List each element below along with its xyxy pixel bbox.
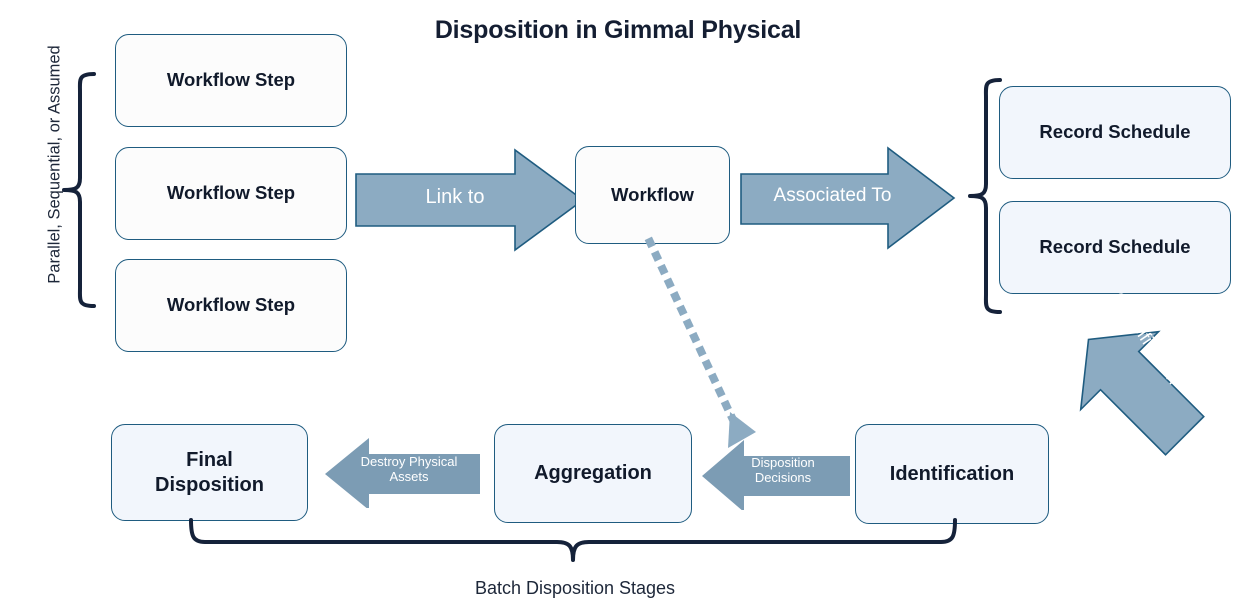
disposition-decisions-line-1: Disposition (751, 455, 815, 470)
workflow-step-label: Workflow Step (166, 294, 296, 316)
page-title: Disposition in Gimmal Physical (434, 16, 802, 44)
workflow-label: Workflow (611, 183, 694, 205)
record-schedule-label: Record Schedule (1039, 236, 1191, 258)
final-disposition-line-2: Disposition (155, 473, 264, 496)
destroy-physical-assets-line-2: Assets (389, 468, 429, 484)
record-schedule-box-1[interactable]: Record Schedule (999, 86, 1231, 179)
link-to-arrow-label: Link to (425, 186, 485, 208)
bottom-curly-brace (189, 518, 957, 562)
final-disposition-line-1: Final (186, 449, 233, 472)
workflow-step-label: Workflow Step (166, 69, 296, 91)
disposition-decisions-line-2: Decisions (754, 469, 812, 485)
workflow-step-box-2[interactable]: Workflow Step (115, 147, 347, 240)
record-schedule-box-2[interactable]: Record Schedule (999, 201, 1231, 294)
workflow-step-box-3[interactable]: Workflow Step (115, 259, 347, 352)
right-curly-brace (968, 78, 1002, 314)
left-curly-brace (62, 72, 96, 308)
workflow-to-disposition-dotted-connector (644, 236, 756, 448)
workflow-step-box-1[interactable]: Workflow Step (115, 34, 347, 127)
destroy-physical-assets-line-1: Destroy Physical (360, 454, 458, 469)
workflow-step-label: Workflow Step (166, 182, 296, 204)
final-disposition-box[interactable]: Final Disposition (111, 424, 308, 521)
aggregation-box[interactable]: Aggregation (494, 424, 692, 523)
batch-disposition-stages-label: Batch Disposition Stages (474, 578, 676, 598)
disposition-decisions-arrow-label: Disposition Decisions (722, 455, 844, 486)
final-disposition-label: Final Disposition (155, 448, 264, 497)
record-schedule-label: Record Schedule (1039, 121, 1191, 143)
aggregation-label: Aggregation (534, 462, 652, 485)
destroy-physical-assets-arrow-label: Destroy Physical Assets (345, 454, 473, 485)
associated-to-arrow-label: Associated To (773, 185, 892, 206)
identification-label: Identification (889, 462, 1015, 485)
workflow-box[interactable]: Workflow (575, 146, 730, 244)
classification-arrow-label: Classification (1108, 288, 1185, 388)
identification-box[interactable]: Identification (855, 424, 1049, 524)
